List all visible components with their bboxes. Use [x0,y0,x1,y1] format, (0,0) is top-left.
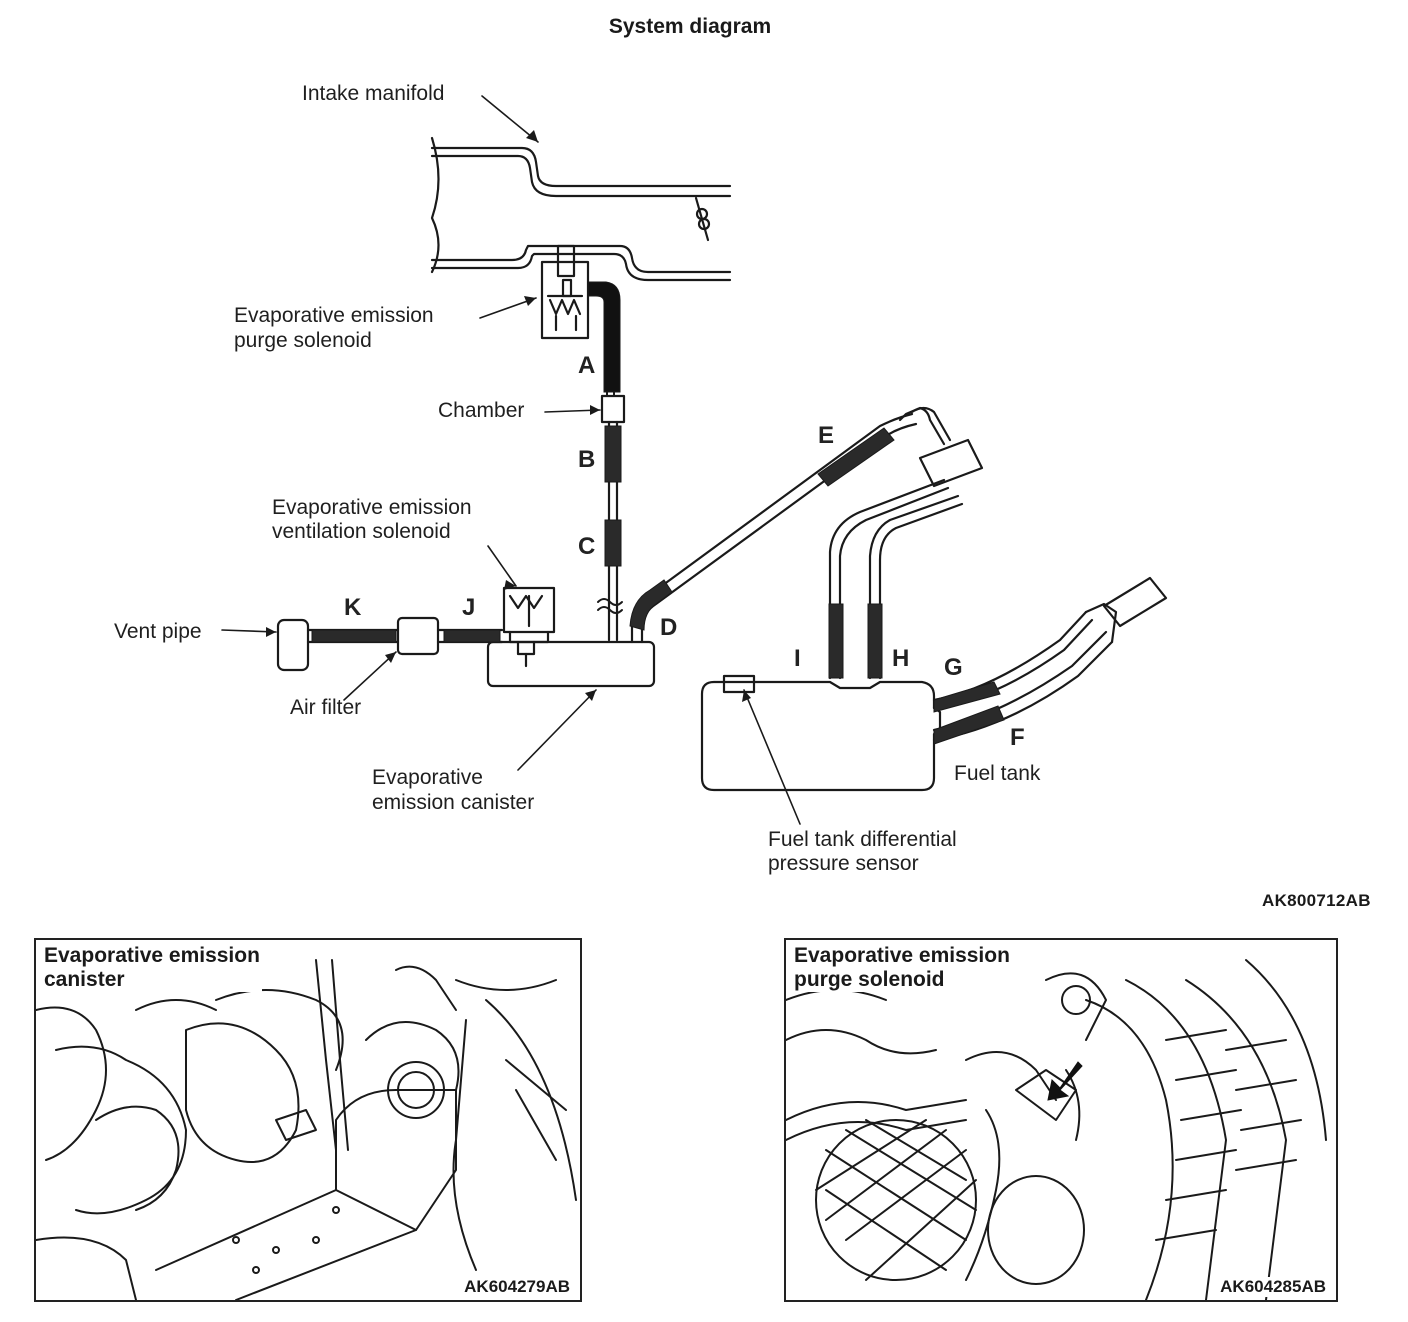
purge-solenoid-shape [540,244,590,340]
pressure-sensor-label-line2: pressure sensor [768,852,919,875]
canister-photo-code: AK604279AB [462,1277,572,1297]
system-diagram-drawing [221,95,1168,825]
purge-solenoid-photo-illustration [786,959,1327,1300]
purge-solenoid-photo-code: AK604285AB [1218,1277,1328,1297]
canister-photo-panel: Evaporative emission canister AK604279AB [34,938,582,1302]
air-filter-shape [396,616,440,656]
purge-solenoid-label-line2: purge solenoid [234,329,372,352]
purge-solenoid-photo-title-line2: purge solenoid [794,968,945,991]
canister-photo-illustration [36,959,577,1300]
hose-label-i: I [794,645,801,672]
hose-label-e: E [818,422,835,449]
canister-label-line1: Evaporative [372,766,483,789]
air-filter-label: Air filter [290,696,362,719]
hose-label-j: J [462,594,476,621]
canister-photo-title-line2: canister [44,968,125,991]
purge-solenoid-label-line1: Evaporative emission [234,304,434,327]
hose-label-f: F [1010,724,1025,751]
hose-label-h: H [892,645,910,672]
purge-solenoid-photo-panel: Evaporative emission purge solenoid AK60… [784,938,1338,1302]
hose-label-d: D [660,614,678,641]
fuel-tank-label: Fuel tank [954,762,1041,785]
vent-pipe-label: Vent pipe [114,620,202,643]
ventilation-solenoid-label-line1: Evaporative emission [272,496,472,519]
chamber-shape [600,394,626,424]
purge-solenoid-photo-title: Evaporative emission purge solenoid [792,944,1012,992]
hose-label-b: B [578,446,596,473]
hose-label-g: G [944,654,963,681]
location-arrow-icon [1047,1061,1083,1101]
diagram-figure-code: AK800712AB [1262,891,1371,910]
purge-solenoid-photo-title-line1: Evaporative emission [794,944,1010,967]
chamber-label: Chamber [438,399,525,422]
canister-shape [486,640,656,688]
hose-label-a: A [578,352,596,379]
hose-label-k: K [344,594,362,621]
canister-photo-title-line1: Evaporative emission [44,944,260,967]
intake-manifold [430,136,732,282]
fuel-tank-shape [700,680,942,792]
pressure-sensor-label-line1: Fuel tank differential [768,828,957,851]
ventilation-solenoid-label-line2: ventilation solenoid [272,520,451,543]
hose-label-c: C [578,533,596,560]
vent-pipe-shape [276,618,310,672]
diagram-title: System diagram [608,15,772,38]
intake-manifold-label: Intake manifold [302,82,445,105]
canister-photo-title: Evaporative emission canister [42,944,262,992]
ventilation-solenoid-shape [502,586,556,668]
canister-label-line2: emission canister [372,791,535,814]
